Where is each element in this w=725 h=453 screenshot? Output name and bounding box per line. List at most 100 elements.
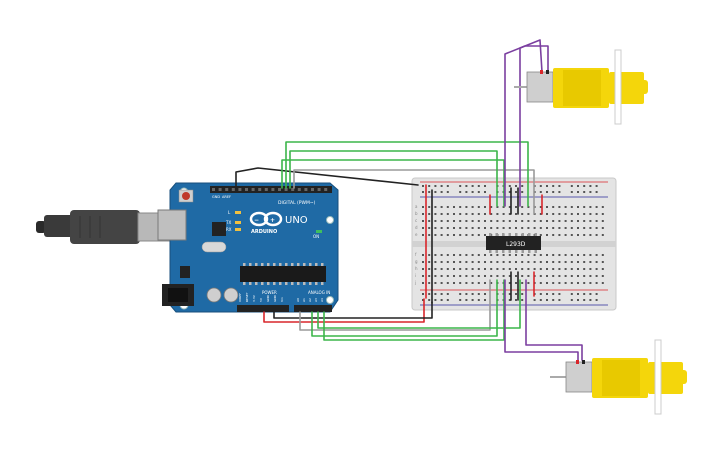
breadboard-hole[interactable]: [558, 282, 561, 284]
rail-hole[interactable]: [589, 185, 592, 187]
rail-hole[interactable]: [508, 299, 511, 301]
breadboard-hole[interactable]: [589, 206, 592, 208]
breadboard-hole[interactable]: [477, 261, 480, 263]
breadboard-hole[interactable]: [515, 275, 517, 277]
breadboard-hole[interactable]: [564, 220, 567, 222]
breadboard-hole[interactable]: [471, 227, 474, 229]
breadboard-hole[interactable]: [428, 227, 431, 229]
rail-hole[interactable]: [589, 293, 592, 295]
rail-hole[interactable]: [422, 185, 424, 187]
rail-hole[interactable]: [583, 185, 586, 187]
breadboard-hole[interactable]: [434, 254, 437, 256]
rail-hole[interactable]: [539, 293, 542, 295]
breadboard-hole[interactable]: [428, 234, 431, 236]
breadboard-hole[interactable]: [601, 213, 604, 215]
breadboard-hole[interactable]: [601, 268, 604, 270]
wire-green-bottom-3[interactable]: [323, 279, 505, 341]
breadboard-hole[interactable]: [434, 268, 437, 270]
breadboard-hole[interactable]: [589, 227, 592, 229]
breadboard-hole[interactable]: [552, 261, 555, 263]
breadboard-hole[interactable]: [521, 268, 524, 270]
header-pin[interactable]: [291, 188, 295, 191]
breadboard-hole[interactable]: [508, 213, 511, 215]
breadboard-hole[interactable]: [601, 275, 604, 277]
breadboard-hole[interactable]: [552, 254, 555, 256]
reset-button[interactable]: [178, 189, 194, 203]
breadboard-hole[interactable]: [446, 220, 449, 222]
breadboard-hole[interactable]: [552, 206, 555, 208]
breadboard-hole[interactable]: [577, 213, 579, 215]
breadboard-hole[interactable]: [440, 220, 443, 222]
breadboard-hole[interactable]: [589, 220, 592, 222]
rail-hole[interactable]: [477, 299, 480, 301]
arduino-uno-board[interactable]: L TX RX ON − + ARDUINO UNO DIGITAL (PWM~…: [157, 182, 339, 313]
header-pin[interactable]: [218, 188, 222, 191]
breadboard-hole[interactable]: [521, 254, 524, 256]
breadboard-hole[interactable]: [459, 227, 462, 229]
header-pin[interactable]: [297, 188, 301, 191]
breadboard-hole[interactable]: [459, 261, 462, 263]
breadboard-hole[interactable]: [422, 282, 424, 284]
breadboard-hole[interactable]: [453, 206, 455, 208]
breadboard-hole[interactable]: [471, 275, 474, 277]
breadboard-hole[interactable]: [546, 261, 548, 263]
wire-green-bottom-2[interactable]: [317, 279, 521, 329]
breadboard-hole[interactable]: [434, 206, 437, 208]
rail-hole[interactable]: [570, 299, 573, 301]
breadboard-hole[interactable]: [589, 234, 592, 236]
breadboard-hole[interactable]: [465, 227, 468, 229]
breadboard-hole[interactable]: [539, 268, 542, 270]
header-pin[interactable]: [324, 188, 328, 191]
breadboard-hole[interactable]: [490, 275, 493, 277]
breadboard-hole[interactable]: [496, 254, 499, 256]
breadboard-hole[interactable]: [428, 206, 431, 208]
breadboard-hole[interactable]: [490, 213, 493, 215]
breadboard-hole[interactable]: [465, 213, 468, 215]
breadboard-hole[interactable]: [440, 261, 443, 263]
breadboard-hole[interactable]: [471, 213, 474, 215]
breadboard-hole[interactable]: [527, 282, 530, 284]
breadboard-hole[interactable]: [577, 254, 579, 256]
dc-motor-bottom[interactable]: [550, 339, 687, 415]
header-pin[interactable]: [212, 188, 215, 191]
breadboard-hole[interactable]: [552, 268, 555, 270]
breadboard-hole[interactable]: [552, 213, 555, 215]
breadboard-hole[interactable]: [570, 275, 573, 277]
breadboard-hole[interactable]: [577, 206, 579, 208]
breadboard-hole[interactable]: [546, 227, 548, 229]
breadboard-hole[interactable]: [564, 227, 567, 229]
breadboard-hole[interactable]: [502, 206, 505, 208]
breadboard-hole[interactable]: [434, 213, 437, 215]
breadboard-hole[interactable]: [471, 220, 474, 222]
rail-hole[interactable]: [583, 191, 586, 193]
breadboard-hole[interactable]: [595, 261, 598, 263]
breadboard-hole[interactable]: [477, 220, 480, 222]
breadboard-hole[interactable]: [570, 268, 573, 270]
header-pin[interactable]: [304, 188, 308, 191]
breadboard-hole[interactable]: [539, 261, 542, 263]
breadboard-hole[interactable]: [564, 213, 567, 215]
breadboard-hole[interactable]: [434, 227, 437, 229]
breadboard-hole[interactable]: [471, 206, 474, 208]
breadboard-hole[interactable]: [440, 282, 443, 284]
rail-hole[interactable]: [465, 299, 468, 301]
header-pin[interactable]: [245, 188, 248, 191]
breadboard-hole[interactable]: [440, 268, 443, 270]
breadboard-hole[interactable]: [521, 227, 524, 229]
breadboard-hole[interactable]: [558, 268, 561, 270]
breadboard-hole[interactable]: [583, 234, 586, 236]
breadboard-hole[interactable]: [577, 227, 579, 229]
rail-hole[interactable]: [508, 185, 511, 187]
rail-hole[interactable]: [552, 293, 555, 295]
breadboard-hole[interactable]: [502, 275, 505, 277]
header-pin[interactable]: [231, 188, 235, 191]
breadboard-hole[interactable]: [428, 268, 431, 270]
breadboard-hole[interactable]: [595, 268, 598, 270]
breadboard-hole[interactable]: [546, 282, 548, 284]
rail-hole[interactable]: [422, 293, 424, 295]
rail-hole[interactable]: [459, 293, 462, 295]
breadboard-hole[interactable]: [490, 282, 493, 284]
breadboard-hole[interactable]: [552, 234, 555, 236]
breadboard-hole[interactable]: [440, 254, 443, 256]
breadboard-hole[interactable]: [508, 206, 511, 208]
